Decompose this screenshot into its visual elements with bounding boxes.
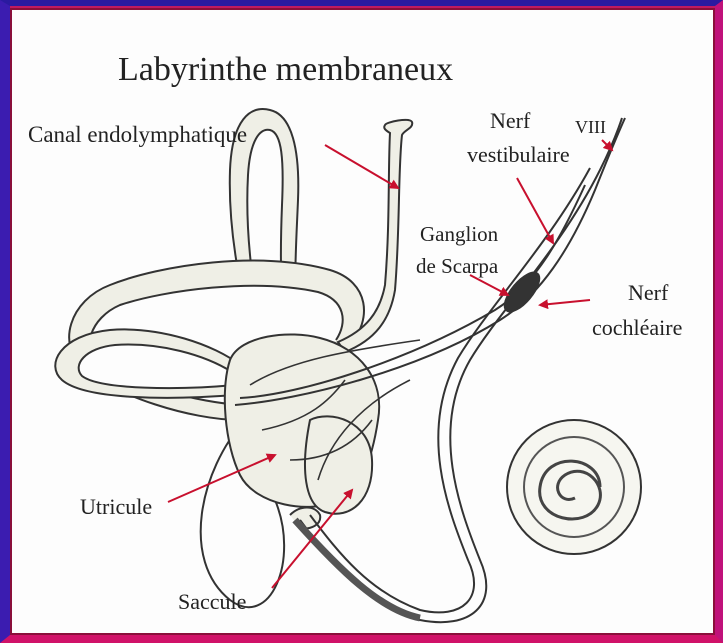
arrow-nerf-cochleaire [540,300,590,305]
arrow-canal-endolymphatique [325,145,398,188]
label-nerf-vestibulaire-2: vestibulaire [467,142,570,167]
label-ganglion-2: de Scarpa [416,254,499,278]
arrow-nerf-vestibulaire [517,178,553,243]
label-ganglion-1: Ganglion [420,222,499,246]
utricle-saccule [225,334,379,528]
label-nerf-cochleaire-1: Nerf [628,280,669,305]
arrow-ganglion [470,275,508,295]
diagram-title: Labyrinthe membraneux [118,51,453,88]
label-viii: VIII [575,117,606,137]
label-saccule: Saccule [178,589,246,614]
label-nerf-cochleaire-2: cochléaire [592,315,682,340]
label-utricule: Utricule [80,494,152,519]
arrow-viii [602,140,612,150]
label-canal-endolymphatique: Canal endolymphatique [28,122,247,147]
label-nerf-vestibulaire-1: Nerf [490,108,531,133]
